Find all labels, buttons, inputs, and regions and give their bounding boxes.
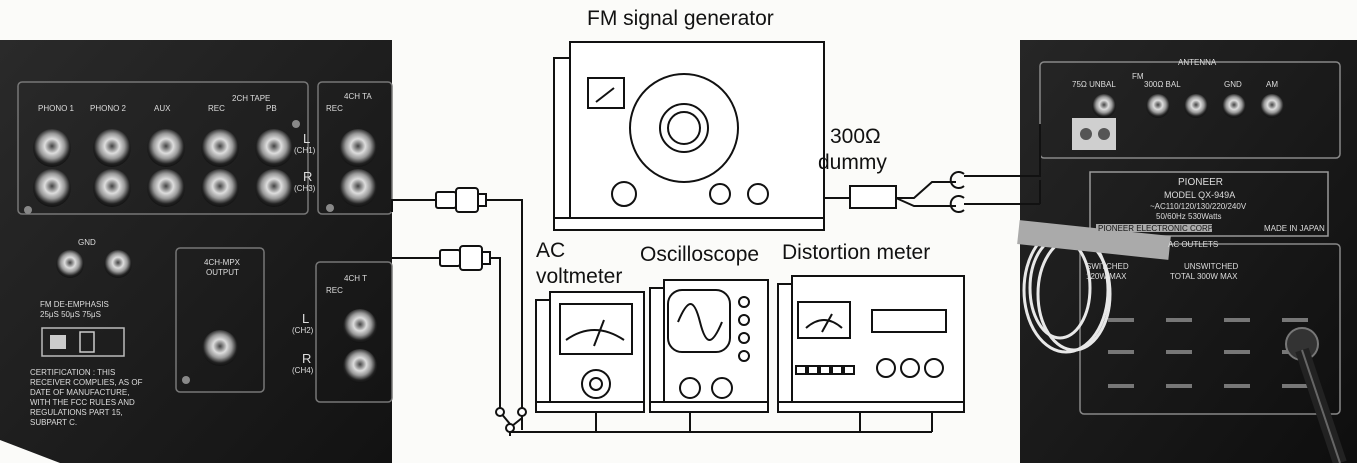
rca-plug-top [436,188,486,212]
right-corp-label: PIONEER ELECTRONIC CORP. [1098,224,1214,233]
right-fm-label: FM [1132,72,1144,81]
left-ch1-label: (CH1) [294,146,315,155]
left-ch4-label: (CH4) [292,366,313,375]
left-mpx-label1: 4CH-MPX [204,258,240,267]
right-made-label: MADE IN JAPAN [1264,224,1325,233]
label-oscilloscope: Oscilloscope [640,244,759,266]
right-switched-label: SWITCHED [1086,262,1129,271]
left-rec-label: REC [208,104,225,113]
right-bal-label: 300Ω BAL [1144,80,1181,89]
fm-signal-generator [554,42,824,230]
right-total-label: TOTAL 300W MAX [1170,272,1237,281]
ac-voltmeter [536,292,644,412]
rca-plug-bottom [440,246,490,270]
right-unswitched-label: UNSWITCHED [1184,262,1238,271]
left-cert-line1: CERTIFICATION : THIS [30,368,115,377]
left-pb-label: PB [266,104,277,113]
label-fm-signal-generator: FM signal generator [587,8,774,30]
dummy-load-block [850,186,896,208]
label-ac-voltmeter-line2: voltmeter [536,266,622,288]
left-r-label: R [303,170,312,183]
oscilloscope [650,280,768,412]
right-unbal-label: 75Ω UNBAL [1072,80,1116,89]
right-voltage-label: ~AC110/120/130/220/240V [1150,202,1246,211]
left-cert-line4: WITH THE FCC RULES AND [30,398,135,407]
right-switched-max-label: 120W MAX [1086,272,1126,281]
right-freq-label: 50/60Hz 530Watts [1156,212,1222,221]
left-cert-line6: SUBPART C. [30,418,77,427]
left-cert-line5: REGULATIONS PART 15, [30,408,123,417]
left-phono2-label: PHONO 2 [90,104,126,113]
left-gnd-label: GND [78,238,96,247]
label-dummy-resistance: 300Ω [830,126,881,148]
left-deemphasis-values: 25μS 50μS 75μS [40,310,101,319]
right-brand-label: PIONEER [1178,178,1223,188]
left-4ch-tape-b-label: 4CH T [344,274,367,283]
distortion-meter [778,276,964,412]
label-dummy: dummy [818,152,887,174]
left-mpx-label2: OUTPUT [206,268,239,277]
left-r2-label: R [302,352,311,365]
left-l2-label: L [302,312,309,325]
right-gnd-label: GND [1224,80,1242,89]
left-l-label: L [303,132,310,145]
left-ch2-label: (CH2) [292,326,313,335]
left-cert-line3: DATE OF MANUFACTURE, [30,388,129,397]
label-ac-voltmeter-line1: AC [536,240,565,262]
right-antenna-label: ANTENNA [1178,58,1216,67]
left-rec2-label: REC [326,104,343,113]
left-rec3-label: REC [326,286,343,295]
left-2ch-tape-label: 2CH TAPE [232,94,270,103]
right-am-label: AM [1266,80,1278,89]
left-deemphasis-label: FM DE-EMPHASIS [40,300,109,309]
left-ch3-label: (CH3) [294,184,315,193]
right-model-label: MODEL QX-949A [1164,190,1235,200]
left-cert-line2: RECEIVER COMPLIES, AS OF [30,378,142,387]
left-aux-label: AUX [154,104,170,113]
left-phono1-label: PHONO 1 [38,104,74,113]
label-distortion-meter: Distortion meter [782,242,930,264]
right-outlets-label: AC OUTLETS [1168,240,1218,249]
left-4ch-tape-label: 4CH TA [344,92,372,101]
right-receiver-panel [1017,40,1357,463]
